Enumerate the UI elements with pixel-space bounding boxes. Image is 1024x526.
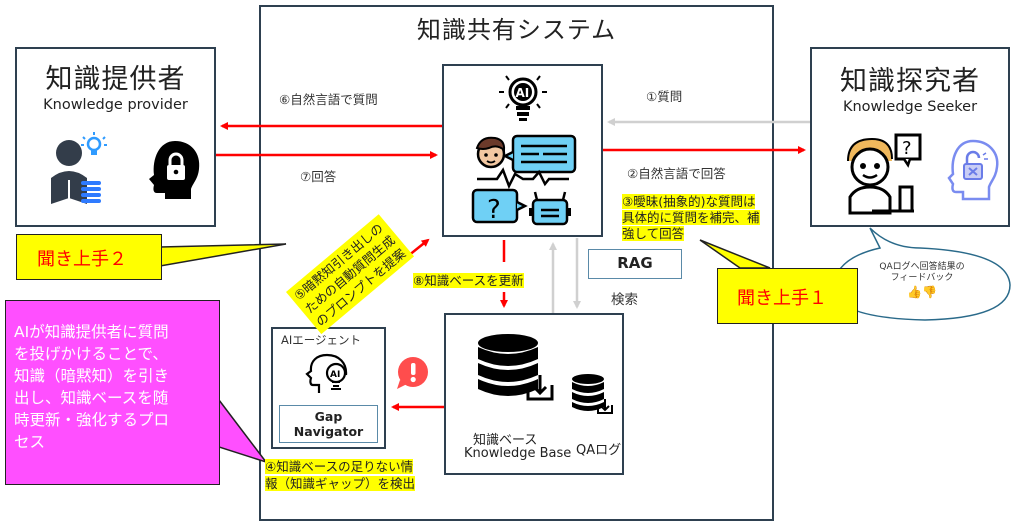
seeker-box: 知識探究者 Knowledge Seeker ? xyxy=(810,47,1010,227)
label-step4-line2: 報（知識ギャップ）を検出 xyxy=(265,476,416,491)
label-a7: ⑦回答 xyxy=(300,169,337,184)
gap-navigator-line2: Navigator xyxy=(293,424,364,439)
seeker-title: 知識探究者 xyxy=(840,66,980,97)
rag-label: RAG xyxy=(617,254,653,272)
ai-agent-box[interactable]: AIエージェント AI Gap Navigator xyxy=(271,327,386,449)
qa-log-database-icon xyxy=(572,374,613,414)
label-q1: ①質問 xyxy=(646,89,683,104)
process-line2: を投げかけることで、 xyxy=(14,345,168,363)
callout-good-listener-2: 聞き上手２ xyxy=(16,234,162,280)
svg-text:?: ? xyxy=(487,195,501,225)
feedback-line1: QAログへ回答結果の xyxy=(879,262,965,272)
process-line6: セス xyxy=(14,433,46,451)
seeker-subtitle: Knowledge Seeker xyxy=(842,99,978,115)
ai-assistant-box[interactable]: AI ? xyxy=(442,64,603,237)
database-download-icon xyxy=(478,334,554,401)
student-question-icon: ? xyxy=(847,133,922,215)
knowledge-base-label-en: Knowledge Base xyxy=(464,446,572,461)
callout-good-listener-2-text: 聞き上手２ xyxy=(37,249,127,270)
ai-agent-title: AIエージェント xyxy=(281,333,362,347)
label-q6: ⑥自然言語で質問 xyxy=(279,92,378,107)
svg-text:AI: AI xyxy=(516,86,530,100)
knowledge-base-box[interactable]: 知識ベース Knowledge Base QAログ xyxy=(444,313,624,475)
system-title: 知識共有システム xyxy=(416,16,617,44)
label-step8: ⑧知識ベースを更新 xyxy=(413,270,524,289)
callout-good-listener-1: 聞き上手１ xyxy=(717,268,858,324)
label-a2: ②自然言語で回答 xyxy=(627,166,726,181)
head-unlock-icon xyxy=(947,139,999,201)
svg-text:?: ? xyxy=(902,138,912,159)
head-lock-icon xyxy=(149,141,200,199)
provider-title: 知識提供者 xyxy=(45,64,186,95)
provider-box: 知識提供者 Knowledge provider xyxy=(15,47,216,227)
feedback-line2: フィードバック xyxy=(890,273,954,283)
process-line1: AIが知識提供者に質問 xyxy=(14,323,169,341)
reader-lightbulb-icon xyxy=(51,132,107,204)
label-step8-text: ⑧知識ベースを更新 xyxy=(413,273,524,288)
gap-navigator-line1: Gap xyxy=(314,409,343,424)
label-step4: ④知識ベースの足りない情 報（知識ギャップ）を検出 xyxy=(265,458,416,492)
ai-head-icon: AI xyxy=(305,353,348,393)
gap-navigator-box[interactable]: Gap Navigator xyxy=(279,405,378,443)
label-step4-line1: ④知識ベースの足りない情 xyxy=(265,459,414,474)
label-step3-line1: ③曖昧(抽象的)な質問は xyxy=(622,194,756,209)
process-line4: 出し、知識ベースを随 xyxy=(14,389,169,407)
feedback-text: QAログへ回答結果の フィードバック 👍👎 xyxy=(862,262,982,300)
process-line5: 時更新・強化するプロ xyxy=(14,411,170,429)
ai-lightbulb-icon: AI xyxy=(499,75,547,121)
chat-conversation-icon: ? xyxy=(471,134,577,226)
callout-process-description: AIが知識提供者に質問 を投げかけることで、 知識（暗黙知）を引き 出し、知識ベ… xyxy=(5,300,220,485)
process-line3: 知識（暗黙知）を引き xyxy=(14,367,170,385)
provider-subtitle: Knowledge provider xyxy=(43,97,188,113)
svg-text:AI: AI xyxy=(330,370,340,380)
thumbs-up-down-icon: 👍👎 xyxy=(907,285,937,299)
callout-good-listener-1-text: 聞き上手１ xyxy=(737,288,827,309)
rag-box[interactable]: RAG xyxy=(588,249,682,279)
label-step3: ③曖昧(抽象的)な質問は 具体的に質問を補完、補 強して回答 xyxy=(622,194,760,242)
search-label: 検索 xyxy=(611,292,638,308)
knowledge-base-label-jp: 知識ベース xyxy=(473,433,538,448)
alert-icon xyxy=(397,357,428,389)
label-step3-line2: 具体的に質問を補完、補 xyxy=(622,210,760,225)
label-step3-line3: 強して回答 xyxy=(622,226,685,241)
qa-log-label: QAログ xyxy=(576,443,622,458)
